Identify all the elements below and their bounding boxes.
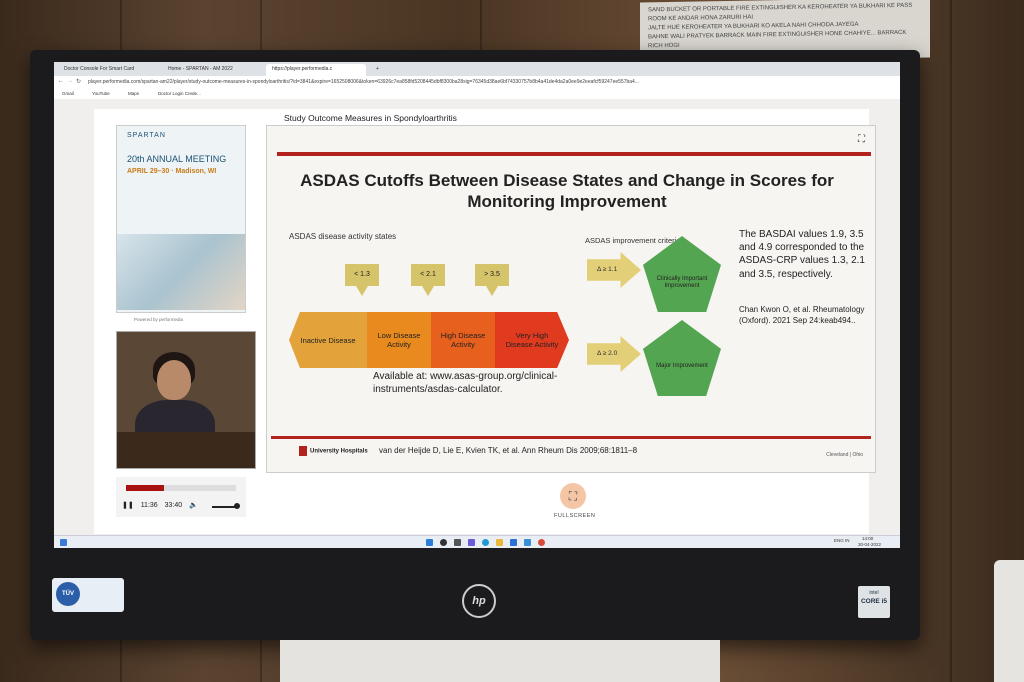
new-tab-button[interactable]: +	[376, 66, 379, 72]
expand-icon[interactable]: ⛶	[858, 134, 865, 145]
tab-player[interactable]: https://player.performedia.c	[266, 64, 366, 76]
improvement-arrow: Δ ≥ 2.0	[587, 336, 641, 372]
language-indicator[interactable]: ENG IN	[834, 538, 850, 543]
clock-date[interactable]: 30-04-2022	[858, 542, 882, 547]
speaker-face	[157, 360, 191, 400]
url-text[interactable]: player.performedia.com/spartan-am22/play…	[88, 79, 639, 85]
improvement-label: ASDAS improvement criteria	[585, 236, 681, 245]
player: SPARTAN 20th ANNUAL MEETING APRIL 29–30 …	[94, 109, 876, 534]
taskbar: ENG IN 14:00 30-04-2022	[54, 535, 900, 548]
monitor: Doctor Console For Smart Card Home - SPA…	[30, 50, 920, 640]
down-arrow-icon	[356, 286, 368, 296]
store-icon[interactable]	[510, 539, 517, 546]
citation: Chan Kwon O, et al. Rheumatology (Oxford…	[739, 305, 865, 326]
slide-reference: van der Heijde D, Lie E, Kvien TK, et al…	[379, 446, 638, 455]
fullscreen-button[interactable]: ⛶	[560, 483, 586, 509]
slide-top-bar	[277, 152, 871, 156]
cutoff-box: > 3.5	[475, 264, 509, 286]
state-inactive: Inactive Disease	[289, 312, 367, 368]
task-view-icon[interactable]	[454, 539, 461, 546]
monitor-stand	[280, 640, 720, 682]
university-hospitals-logo: University Hospitals	[299, 446, 368, 456]
bookmark-doctor-login[interactable]: Doctor Login Crede...	[158, 91, 201, 96]
bookmark-gmail[interactable]: Gmail	[62, 91, 74, 96]
current-time: 11:36	[140, 502, 158, 509]
state-low: Low Disease Activity	[367, 312, 431, 368]
desktop-icon[interactable]	[60, 539, 67, 546]
video-title: Study Outcome Measures in Spondyloarthri…	[284, 113, 457, 123]
hp-logo: hp	[462, 584, 496, 618]
location-label: Cleveland | Ohio	[826, 452, 863, 458]
notice-line: BAHNE WALI PRATYEK BARRACK MAIN FIRE EXT…	[648, 29, 907, 50]
clock-time[interactable]: 14:00	[862, 536, 874, 541]
bookmark-maps[interactable]: Maps	[128, 91, 140, 96]
wood-grain	[950, 0, 952, 682]
volume-knob[interactable]	[234, 503, 240, 509]
shield-icon	[299, 446, 307, 456]
cutoff-box: < 2.1	[411, 264, 445, 286]
volume-icon[interactable]: 🔈	[189, 502, 198, 509]
basdai-note: The BASDAI values 1.9, 3.5 and 4.9 corre…	[739, 229, 865, 280]
tuv-sticker: TÜV	[52, 578, 124, 612]
address-bar[interactable]: ← → ↻ player.performedia.com/spartan-am2…	[54, 76, 900, 89]
podium	[117, 432, 255, 468]
state-high: High Disease Activity	[431, 312, 495, 368]
side-object	[994, 560, 1024, 682]
outcome-pentagon: Clinically Important Improvement	[643, 236, 721, 312]
tab-spartan-home[interactable]: Home - SPARTAN - AM 2022	[168, 66, 233, 72]
slide: ⛶ ASDAS Cutoffs Between Disease States a…	[266, 125, 876, 473]
player-controls: ❚❚ 11:36 33:40 🔈	[116, 477, 246, 517]
conference-image	[117, 234, 245, 310]
states-label: ASDAS disease activity states	[289, 232, 397, 241]
screen: Doctor Console For Smart Card Home - SPA…	[54, 62, 900, 548]
conference-banner: SPARTAN 20th ANNUAL MEETING APRIL 29–30 …	[116, 125, 246, 313]
conference-meeting: 20th ANNUAL MEETING	[127, 154, 227, 164]
calculator-link: Available at: www.asas-group.org/clinica…	[373, 371, 558, 395]
player-page: SPARTAN 20th ANNUAL MEETING APRIL 29–30 …	[54, 99, 900, 535]
state-very-high: Very High Disease Activity	[495, 312, 569, 368]
browser-tabbar: Doctor Console For Smart Card Home - SPA…	[54, 62, 900, 76]
reload-icon[interactable]: ↻	[76, 79, 82, 85]
slide-bottom-bar	[271, 436, 871, 439]
progress-fill	[126, 485, 164, 491]
tab-doctor-console[interactable]: Doctor Console For Smart Card	[64, 66, 135, 72]
fullscreen-icon: ⛶	[568, 489, 578, 503]
pause-icon[interactable]: ❚❚	[122, 502, 134, 509]
powered-by: Powered by performedia	[134, 317, 184, 322]
forward-icon[interactable]: →	[67, 78, 73, 84]
slide-title: ASDAS Cutoffs Between Disease States and…	[300, 171, 834, 212]
edge-icon[interactable]	[482, 539, 489, 546]
chrome-icon[interactable]	[538, 539, 545, 546]
improvement-arrow: Δ ≥ 1.1	[587, 252, 641, 288]
teams-icon[interactable]	[468, 539, 475, 546]
progress-track[interactable]	[126, 485, 236, 491]
outcome-pentagon: Major Improvement	[643, 320, 721, 396]
back-icon[interactable]: ←	[58, 78, 64, 84]
mail-icon[interactable]	[524, 539, 531, 546]
cutoff-box: < 1.3	[345, 264, 379, 286]
speaker-video[interactable]	[116, 331, 256, 469]
down-arrow-icon	[422, 286, 434, 296]
search-icon[interactable]	[440, 539, 447, 546]
file-explorer-icon[interactable]	[496, 539, 503, 546]
conference-date: APRIL 29–30 · Madison, WI	[127, 168, 217, 175]
bookmark-youtube[interactable]: YouTube	[92, 91, 110, 96]
volume-slider[interactable]	[212, 506, 236, 508]
windows-start-icon[interactable]	[426, 539, 433, 546]
down-arrow-icon	[486, 286, 498, 296]
duration: 33:40	[164, 502, 183, 509]
fullscreen-label: FULLSCREEN	[554, 513, 596, 519]
conference-brand: SPARTAN	[127, 132, 166, 139]
